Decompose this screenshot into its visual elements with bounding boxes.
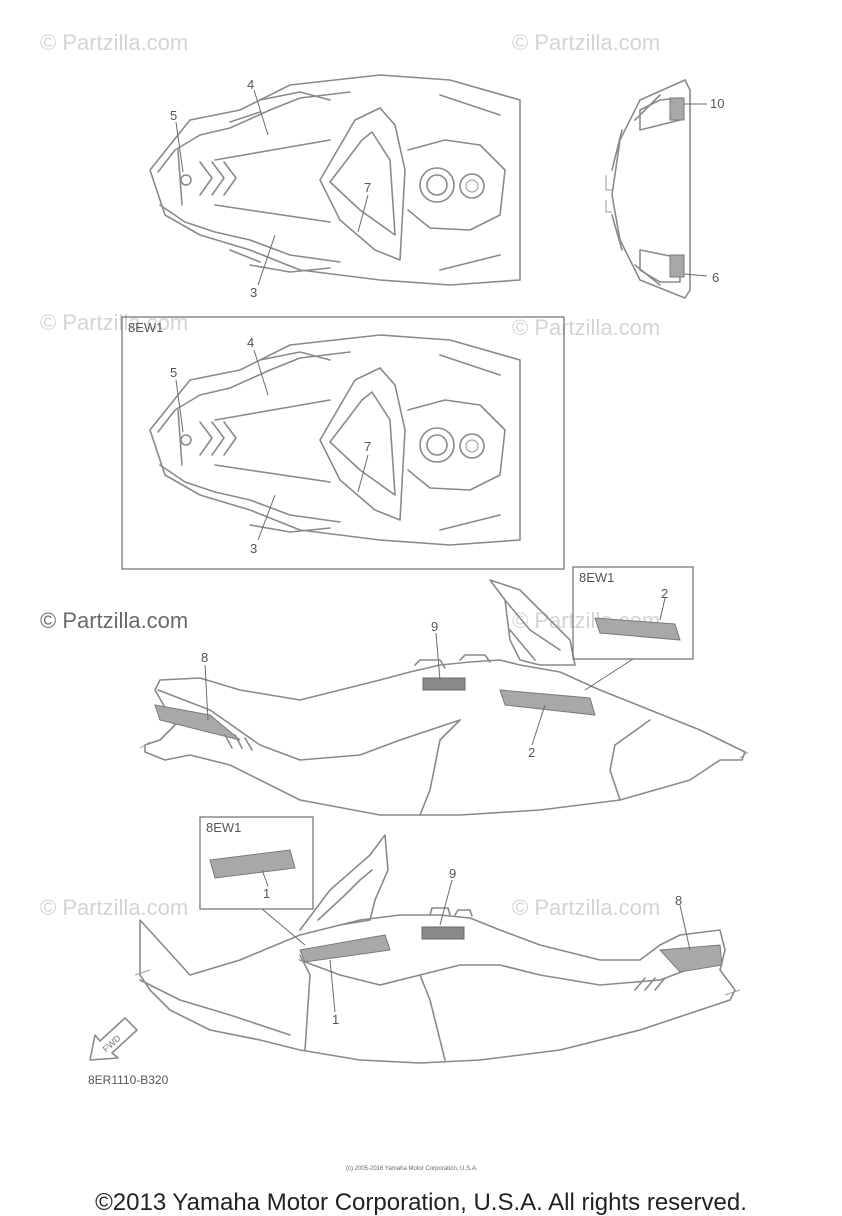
callout-4-box: 4 bbox=[247, 335, 254, 350]
top-view-leaders bbox=[175, 89, 369, 286]
callout-8-low: 8 bbox=[675, 893, 682, 908]
model-variant-box-top bbox=[121, 316, 565, 570]
side-view-right bbox=[134, 834, 741, 1064]
callout-7-box: 7 bbox=[364, 439, 371, 454]
watermark-top-left: © Partzilla.com bbox=[40, 30, 188, 55]
callout-1-low: 1 bbox=[332, 1012, 339, 1027]
callout-1-low-box: 1 bbox=[263, 886, 270, 901]
rxt-decal-inset-mid bbox=[594, 617, 681, 641]
side-view-left-leaders bbox=[204, 597, 666, 746]
rear-view-leaders bbox=[683, 103, 708, 277]
callout-4-top: 4 bbox=[247, 77, 254, 92]
boxed-top-view-leaders bbox=[175, 349, 369, 541]
callout-3-box: 3 bbox=[250, 541, 257, 556]
diagram-code: 8ER1110-B320 bbox=[88, 1073, 169, 1087]
callout-10-rear: 10 bbox=[710, 96, 724, 111]
model-variant-box-low bbox=[199, 816, 314, 910]
side-view-right-leaders bbox=[261, 869, 691, 1013]
small-copyright: (c) 2005-2016 Yamaha Motor Corporation, … bbox=[346, 1166, 478, 1172]
footer-copyright: ©2013 Yamaha Motor Corporation, U.S.A. A… bbox=[95, 1189, 747, 1216]
watermark-top-right: © Partzilla.com bbox=[512, 30, 660, 55]
callout-2-mid-box: 2 bbox=[661, 586, 668, 601]
rear-view bbox=[605, 79, 691, 299]
box-label-mid: 8EW1 bbox=[579, 570, 614, 585]
callout-5-top: 5 bbox=[170, 108, 177, 123]
callout-9-low: 9 bbox=[449, 866, 456, 881]
callout-2-mid: 2 bbox=[528, 745, 535, 760]
callout-7-top: 7 bbox=[364, 180, 371, 195]
watermark-mid-right: © Partzilla.com bbox=[512, 315, 660, 340]
rxt-decal-inset-low bbox=[209, 849, 296, 879]
boxed-top-view-deck bbox=[149, 334, 521, 546]
watermark-low-right: © Partzilla.com bbox=[512, 895, 660, 920]
fwd-arrow-icon: FWD bbox=[89, 1017, 138, 1061]
watermark-center-left: © Partzilla.com bbox=[40, 608, 188, 633]
callout-9-mid: 9 bbox=[431, 619, 438, 634]
callout-3-top: 3 bbox=[250, 285, 257, 300]
box-label-low: 8EW1 bbox=[206, 820, 241, 835]
watermark-mid-left: © Partzilla.com bbox=[40, 310, 188, 335]
top-view-deck bbox=[149, 74, 521, 286]
callout-6-rear: 6 bbox=[712, 270, 719, 285]
box-label-top: 8EW1 bbox=[128, 320, 163, 335]
callout-8-mid: 8 bbox=[201, 650, 208, 665]
callout-5-box: 5 bbox=[170, 365, 177, 380]
side-view-left bbox=[139, 579, 749, 816]
watermark-low-left: © Partzilla.com bbox=[40, 895, 188, 920]
fwd-label: FWD bbox=[101, 1033, 123, 1054]
